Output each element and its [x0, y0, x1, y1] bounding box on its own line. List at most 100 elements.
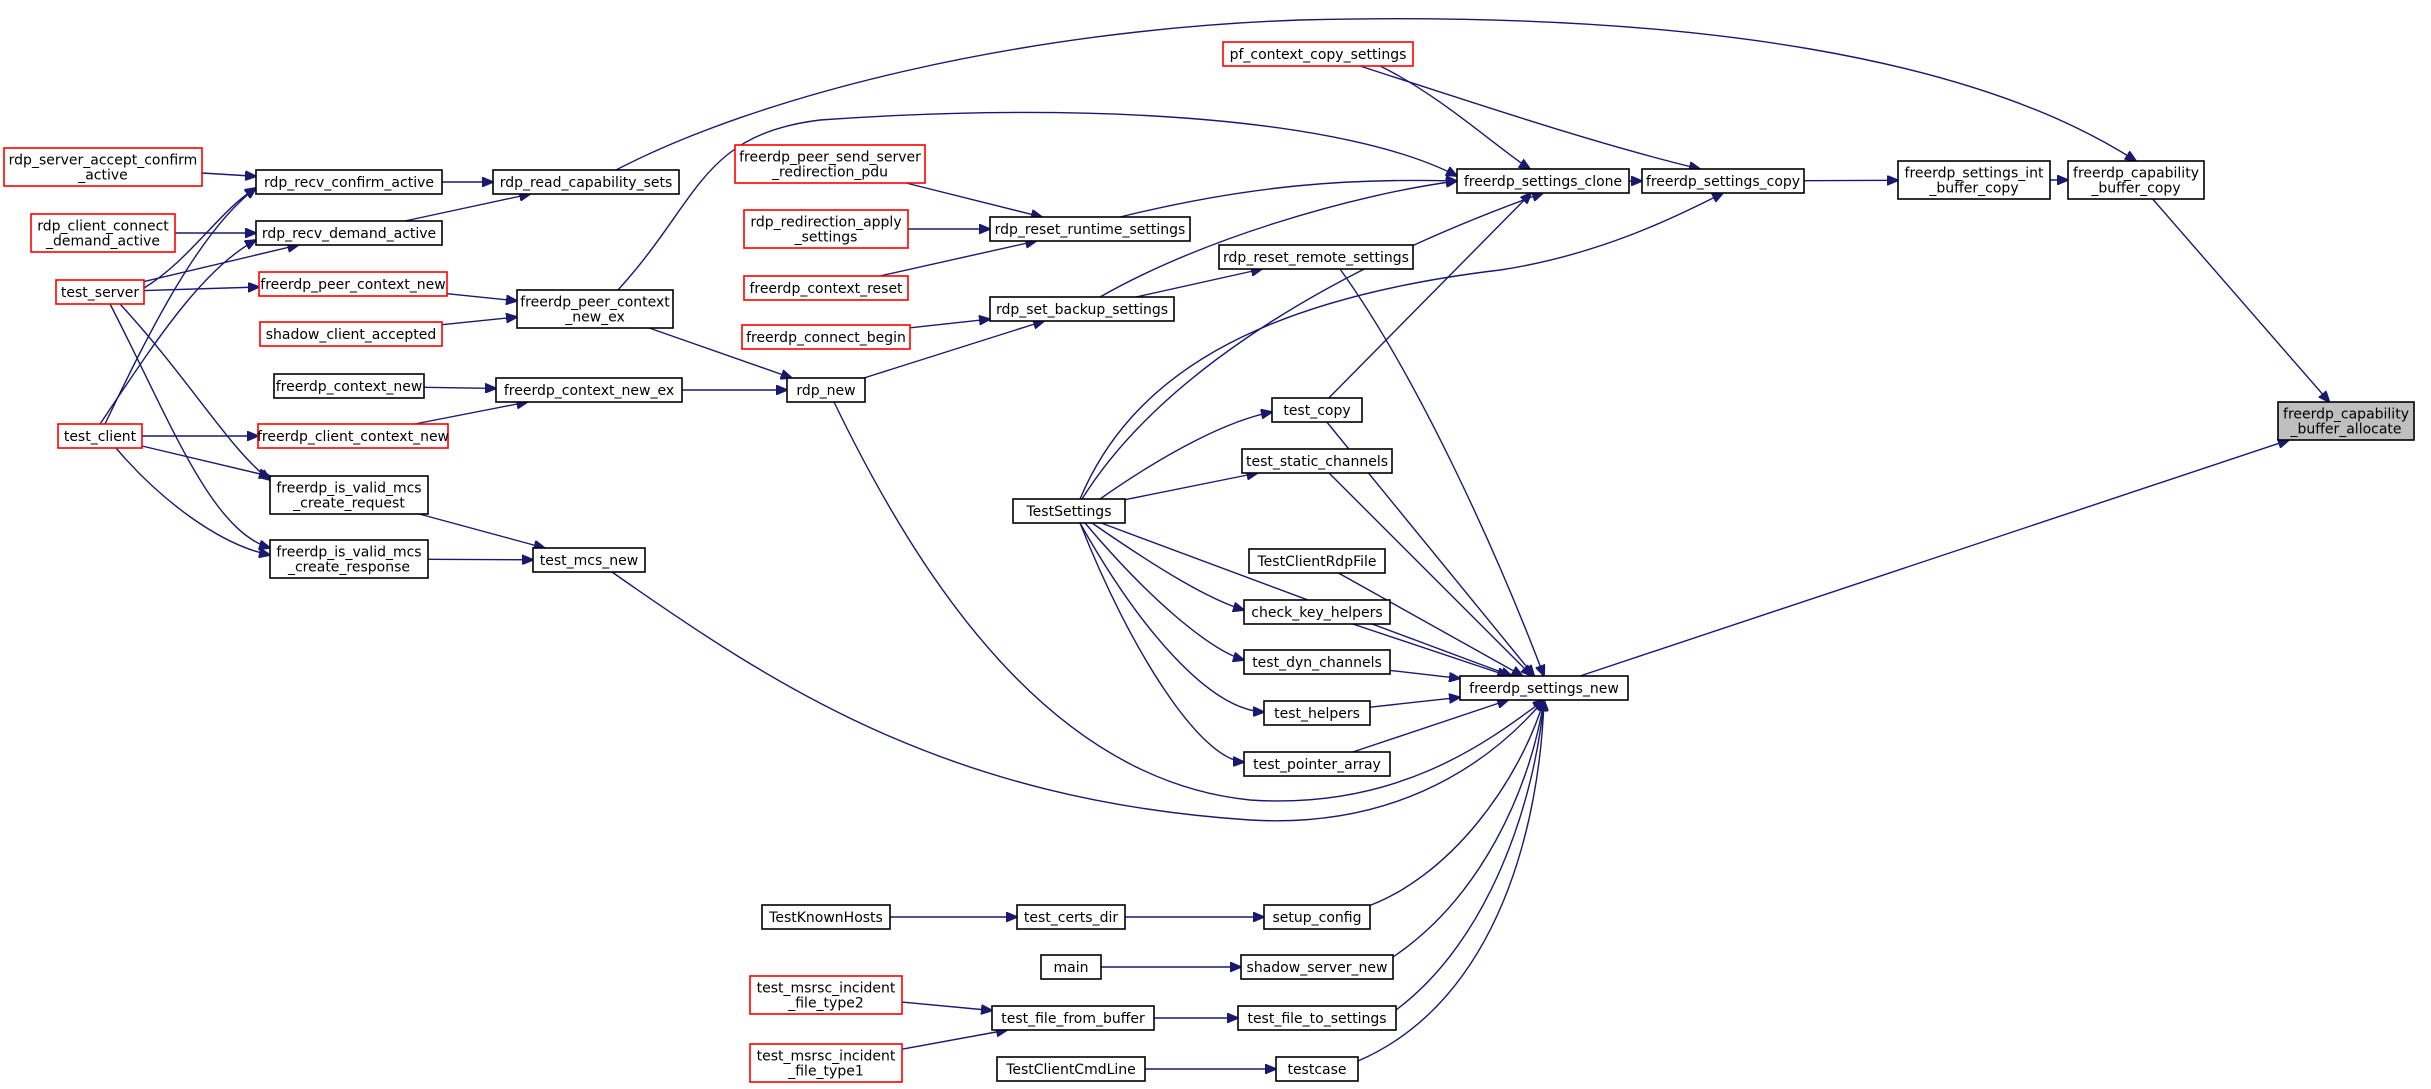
node-label: test_pointer_array: [1253, 757, 1381, 773]
edge-connect_begin-to-set_backup: [909, 319, 990, 329]
node-client-ctx-new[interactable]: freerdp_client_context_new: [257, 423, 449, 449]
node-label: freerdp_capability: [2073, 166, 2199, 182]
node-settings-copy[interactable]: freerdp_settings_copy: [1641, 168, 1805, 194]
node-file-from-buf[interactable]: test_file_from_buffer: [991, 1005, 1155, 1031]
edge-testsettings-to-test_pointer: [1079, 522, 1244, 762]
node-label: freerdp_connect_begin: [746, 330, 906, 346]
node-knownhosts[interactable]: TestKnownHosts: [761, 904, 891, 930]
node-reset-runtime[interactable]: rdp_reset_runtime_settings: [989, 216, 1191, 242]
node-peer-send[interactable]: freerdp_peer_send_server_redirection_pdu: [734, 144, 926, 184]
node-ctx-new[interactable]: freerdp_context_new: [273, 373, 425, 399]
edge-mcs_resp-to-test_mcs: [427, 559, 533, 560]
node-reset-remote[interactable]: rdp_reset_remote_settings: [1218, 244, 1414, 270]
node-label: _buffer_copy: [2090, 181, 2180, 197]
node-label: test_client: [64, 429, 137, 445]
node-peer-ctx-new[interactable]: freerdp_peer_context_new: [258, 271, 448, 297]
node-testcase[interactable]: testcase: [1275, 1056, 1359, 1082]
node-label: test_msrsc_incident: [757, 1049, 896, 1065]
node-file-to-settings[interactable]: test_file_to_settings: [1237, 1005, 1397, 1031]
node-read-caps[interactable]: rdp_read_capability_sets: [492, 169, 680, 195]
node-test-static[interactable]: test_static_channels: [1241, 448, 1393, 474]
edge-test_server-to-mcs_req: [119, 303, 270, 480]
node-settings-new[interactable]: freerdp_settings_new: [1459, 675, 1629, 701]
node-box: [989, 216, 1191, 242]
node-cap-copy[interactable]: freerdp_capability_buffer_copy: [2067, 160, 2205, 200]
node-check-key[interactable]: check_key_helpers: [1243, 599, 1391, 625]
node-shadow-accepted[interactable]: shadow_client_accepted: [259, 321, 443, 347]
node-redir-apply[interactable]: rdp_redirection_apply_settings: [743, 209, 909, 249]
node-box: [1641, 168, 1805, 194]
node-shadow-srv-new[interactable]: shadow_server_new: [1240, 954, 1394, 980]
node-cli-connect[interactable]: rdp_client_connect_demand_active: [30, 213, 176, 253]
node-box: [1040, 954, 1102, 980]
node-label: _buffer_copy: [1928, 181, 2018, 197]
node-label: test_dyn_channels: [1252, 655, 1382, 671]
node-label: freerdp_peer_send_server: [739, 150, 921, 166]
edge-settings_new-to-focus: [1579, 440, 2289, 677]
node-box: [1012, 498, 1126, 524]
edge-test_helpers-to-settings_new: [1369, 697, 1460, 708]
edge-mcs_req-to-test_mcs: [419, 513, 545, 548]
node-recv-demand[interactable]: rdp_recv_demand_active: [255, 220, 443, 246]
edge-layer: [99, 18, 2329, 1069]
node-box: [516, 289, 674, 329]
node-box: [1248, 548, 1386, 574]
node-box: [2067, 160, 2205, 200]
node-test-helpers[interactable]: test_helpers: [1263, 700, 1371, 726]
node-focus[interactable]: freerdp_capability_buffer_allocate: [2277, 401, 2415, 441]
edge-test_mcs-to-settings_new: [611, 571, 1544, 822]
node-clientrdpfile[interactable]: TestClientRdpFile: [1248, 548, 1386, 574]
node-certs-dir[interactable]: test_certs_dir: [1016, 904, 1126, 930]
edge-testsettings-to-test_helpers: [1079, 522, 1264, 712]
node-mcs-resp[interactable]: freerdp_is_valid_mcs_create_response: [269, 539, 429, 579]
node-srv-accept[interactable]: rdp_server_accept_confirm_active: [3, 147, 203, 187]
node-settings-clone[interactable]: freerdp_settings_clone: [1456, 168, 1630, 194]
node-ctx-reset[interactable]: freerdp_context_reset: [743, 275, 909, 301]
edge-shadow_srv_new-to-settings_new: [1389, 700, 1544, 960]
node-mcs-req[interactable]: freerdp_is_valid_mcs_create_request: [269, 475, 429, 515]
node-pf-copy[interactable]: pf_context_copy_settings: [1222, 41, 1414, 67]
node-label: _create_request: [292, 496, 405, 512]
node-test-dyn[interactable]: test_dyn_channels: [1243, 649, 1391, 675]
node-msrsc2[interactable]: test_msrsc_incident_file_type2: [749, 975, 903, 1015]
node-test-pointer[interactable]: test_pointer_array: [1243, 751, 1391, 777]
node-box: [749, 1043, 903, 1083]
node-label: freerdp_is_valid_mcs: [276, 481, 421, 497]
node-msrsc1[interactable]: test_msrsc_incident_file_type1: [749, 1043, 903, 1083]
node-clientcmdline[interactable]: TestClientCmdLine: [996, 1056, 1146, 1082]
node-box: [55, 279, 145, 305]
node-testsettings[interactable]: TestSettings: [1012, 498, 1126, 524]
node-recv-confirm[interactable]: rdp_recv_confirm_active: [255, 169, 443, 195]
node-test-client[interactable]: test_client: [57, 423, 143, 449]
node-box: [761, 904, 891, 930]
node-label: _file_type1: [787, 1064, 864, 1080]
edge-testcase-to-settings_new: [1357, 700, 1544, 1062]
node-test-server[interactable]: test_server: [55, 279, 145, 305]
node-box: [57, 423, 143, 449]
node-int-copy[interactable]: freerdp_settings_int_buffer_copy: [1897, 160, 2051, 200]
node-box: [269, 475, 429, 515]
edge-file_to_settings-to-settings_new: [1395, 700, 1544, 1011]
node-label: freerdp_capability: [2283, 407, 2409, 423]
node-rdp-new[interactable]: rdp_new: [786, 377, 866, 403]
node-box: [743, 209, 909, 249]
node-set-backup[interactable]: rdp_set_backup_settings: [989, 296, 1175, 322]
node-box: [1243, 599, 1391, 625]
node-label: shadow_server_new: [1247, 960, 1388, 976]
node-test-copy[interactable]: test_copy: [1271, 397, 1363, 423]
edge-testsettings-to-test_copy: [1099, 412, 1272, 500]
node-connect-begin[interactable]: freerdp_connect_begin: [741, 324, 911, 350]
node-label: rdp_recv_demand_active: [262, 226, 436, 242]
edge-test_client-to-mcs_req: [141, 445, 270, 476]
node-box: [492, 169, 680, 195]
node-label: rdp_client_connect: [37, 219, 169, 235]
node-main[interactable]: main: [1040, 954, 1102, 980]
node-test-mcs[interactable]: test_mcs_new: [532, 547, 646, 573]
node-box: [1243, 649, 1391, 675]
node-ctx-new-ex[interactable]: freerdp_context_new_ex: [495, 377, 683, 403]
node-setup-config[interactable]: setup_config: [1263, 904, 1371, 930]
node-box: [1016, 904, 1126, 930]
node-label: test_server: [61, 285, 139, 301]
node-peer-ctx-ex[interactable]: freerdp_peer_context_new_ex: [516, 289, 674, 329]
